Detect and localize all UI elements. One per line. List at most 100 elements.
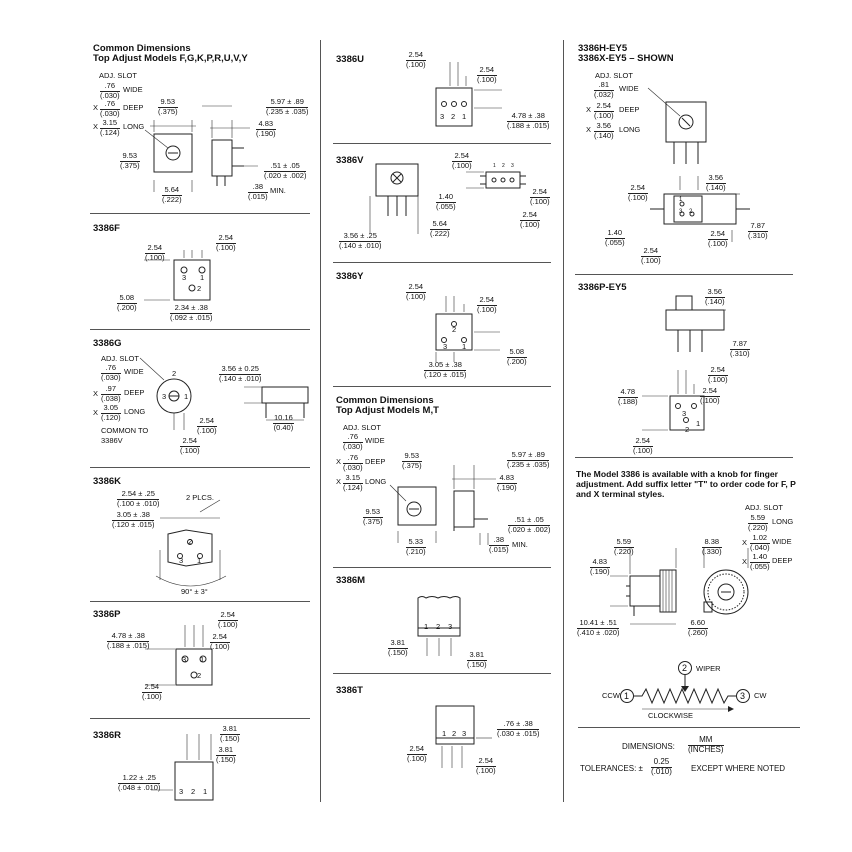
- dim-254-b: 2.54(.100): [477, 65, 497, 84]
- dim-660: 6.60(.260): [688, 618, 708, 637]
- dim-051: .51 ± .05(.020 ± .002): [508, 515, 551, 534]
- section-subtitle-mt: Top Adjust Models M,T: [336, 405, 439, 416]
- dim-254-b: 2.54(.100): [700, 386, 720, 405]
- dim-1041: 10.41 ± .51(.410 ± .020): [577, 618, 620, 637]
- dimensions-label: DIMENSIONS:: [622, 742, 675, 751]
- dim-559: 5.59(.220): [614, 537, 634, 556]
- wide-label: WIDE: [772, 537, 792, 546]
- model-label-3386v: 3386V: [336, 155, 364, 166]
- tolerances-value: 0.25(.010): [651, 757, 672, 776]
- common-top-drawing: [144, 105, 258, 192]
- pin-1: 1: [184, 392, 189, 401]
- dim-234: 2.34 ± .38(.092 ± .015): [170, 303, 213, 322]
- slot-long-dim: 3.15(.124): [100, 118, 120, 137]
- dim-356: 3.56 ± 0.25(.140 ± .010): [219, 364, 262, 383]
- dim-254-a: 2.54(.100): [218, 610, 238, 629]
- 3386r-drawing: [151, 734, 214, 801]
- dim-140: 1.40(.055): [605, 228, 625, 247]
- deep-label: DEEP: [772, 556, 793, 565]
- slot-long-dim: 3.56(.140): [594, 121, 614, 140]
- common-to-label: COMMON TO: [101, 426, 149, 435]
- dim-254-pm: 2.54 ± .25(.100 ± .010): [117, 489, 160, 508]
- except-label: EXCEPT WHERE NOTED: [691, 764, 786, 773]
- dim-122: 1.22 ± .25(.048 ± .010): [118, 773, 161, 792]
- dim-254-c: 2.54(.100): [641, 246, 661, 265]
- dim-381-b: 3.81(.150): [467, 650, 487, 669]
- adj-slot-label: ADJ. SLOT: [745, 503, 783, 512]
- pin-2: 2: [197, 671, 202, 680]
- dim-254-c: 2.54(.100): [633, 436, 653, 455]
- wiper-label: WIPER: [696, 664, 721, 673]
- dim-787: 7.87(.310): [748, 221, 768, 240]
- section-divider: [333, 143, 551, 144]
- pin-1: 1: [203, 787, 208, 796]
- model-label-3386m: 3386M: [336, 575, 366, 586]
- pin-2: 2: [191, 787, 196, 796]
- deep-label: DEEP: [365, 457, 386, 466]
- x-mark: X: [93, 103, 99, 112]
- pin-3: 3: [682, 409, 687, 418]
- dim-1016: 10.16(0.40): [273, 413, 294, 432]
- pin-1: 1: [442, 729, 447, 738]
- dim-305: 3.05 ± .38(.120 ± .015): [112, 510, 155, 529]
- model-label-3386p: 3386P: [93, 609, 121, 620]
- pin-2: 2: [197, 284, 202, 293]
- dim-254-a: 2.54(.100): [708, 365, 728, 384]
- pin-2: 2: [685, 425, 690, 434]
- dim-564: 5.64(.222): [430, 219, 450, 238]
- dim-597: 5.97 ± .89(.235 ± .035): [266, 97, 309, 116]
- long-label: LONG: [124, 407, 146, 416]
- clockwise-label: CLOCKWISE: [648, 711, 694, 720]
- dim-838: 8.38(.330): [702, 537, 722, 556]
- dim-254-b: 2.54(.100): [477, 295, 497, 314]
- 3386k-drawing: [155, 499, 227, 587]
- section-divider: [333, 386, 551, 387]
- dim-564: 5.64(.222): [162, 185, 182, 204]
- section-divider: [575, 274, 793, 275]
- section-divider: [90, 718, 310, 719]
- dim-254-b: 2.54(.100): [530, 187, 550, 206]
- pin-2: 2: [436, 622, 441, 631]
- tolerances-label: TOLERANCES: ±: [580, 764, 643, 773]
- plcs-label: 2 PLCS.: [186, 493, 214, 502]
- dim-508: 5.08(.200): [507, 347, 527, 366]
- section-divider: [90, 213, 310, 214]
- mt-drawing: [389, 465, 496, 545]
- pin-3: 3: [179, 556, 184, 565]
- pin-1: 1: [197, 556, 202, 565]
- section-title-common: Common Dimensions: [93, 43, 191, 54]
- pin-3: 3: [679, 209, 683, 215]
- pin-2: 2: [188, 537, 193, 546]
- model-label-3386u: 3386U: [336, 54, 364, 65]
- section-divider: [90, 467, 310, 468]
- x-mark: X: [742, 557, 748, 566]
- 3386f-drawing: [144, 250, 211, 301]
- knob-deep-dim: 1.40(.055): [750, 552, 770, 571]
- dim-076: .76 ± .38(.030 ± .015): [497, 719, 540, 738]
- pin-3: 3: [182, 655, 187, 664]
- dim-254-c: 2.54(.100): [520, 210, 540, 229]
- 3386u-drawing: [435, 62, 502, 127]
- pin-3: 3: [182, 273, 187, 282]
- section-subtitle-common: Top Adjust Models F,G,K,P,R,U,V,Y: [93, 53, 248, 64]
- pin-3: 3: [440, 112, 445, 121]
- slot-deep-dim: .97(.038): [101, 384, 121, 403]
- slot-deep-dim: .76(.030): [343, 453, 363, 472]
- adj-slot-label: ADJ. SLOT: [99, 71, 137, 80]
- long-label: LONG: [772, 517, 794, 526]
- dim-254-a: 2.54(.100): [628, 183, 648, 202]
- dim-356: 3.56 ± .25(.140 ± .010): [339, 231, 382, 250]
- long-label: LONG: [365, 477, 387, 486]
- slot-wide-dim: .81(.032): [594, 80, 614, 99]
- dim-478: 4.78 ± .38(.188 ± .015): [107, 631, 150, 650]
- dim-953-top: 9.53(.375): [402, 451, 422, 470]
- wide-label: WIDE: [123, 85, 143, 94]
- ccw-label: CCW: [602, 691, 620, 700]
- slot-long-dim: 3.15(.124): [343, 473, 363, 492]
- column-divider-2: [563, 40, 564, 802]
- knob-drawing: [610, 548, 749, 625]
- model-label-3386f: 3386F: [93, 223, 120, 234]
- schematic-num-3: 3: [740, 691, 746, 701]
- slot-deep-dim: .76(.030): [100, 99, 120, 118]
- adj-slot-label: ADJ. SLOT: [343, 423, 381, 432]
